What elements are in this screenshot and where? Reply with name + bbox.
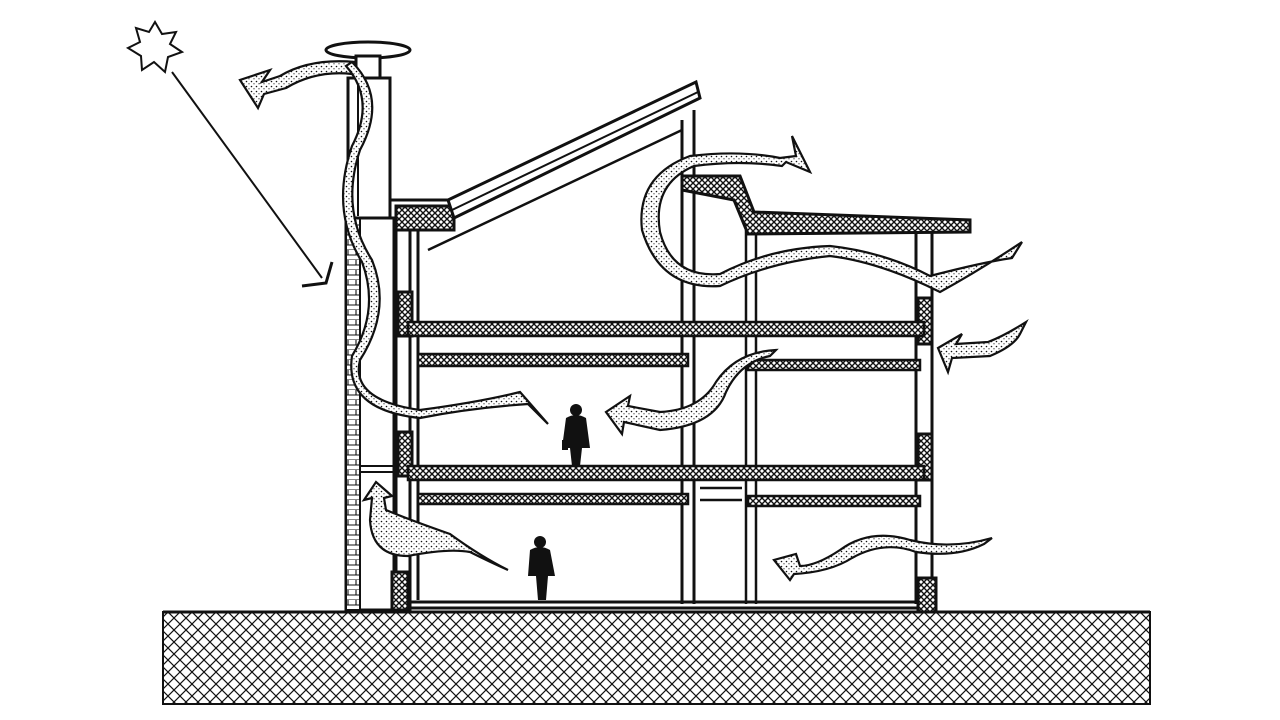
airflow-arrow-icon bbox=[238, 60, 357, 111]
airflow-arrow-icon bbox=[772, 534, 993, 582]
airflow-arrow-icon bbox=[361, 480, 509, 572]
ground bbox=[162, 610, 1151, 705]
airflow-arrow-icon bbox=[604, 348, 779, 437]
airflow-arrow-icon bbox=[341, 60, 549, 425]
airflow-arrows bbox=[238, 60, 1029, 582]
sun-icon bbox=[125, 20, 334, 288]
airflow-arrow-icon bbox=[640, 135, 1023, 294]
person-silhouette-icon bbox=[562, 404, 590, 466]
person-silhouette-icon bbox=[528, 536, 555, 600]
roof bbox=[390, 79, 972, 252]
airflow-arrow-icon bbox=[936, 318, 1029, 376]
